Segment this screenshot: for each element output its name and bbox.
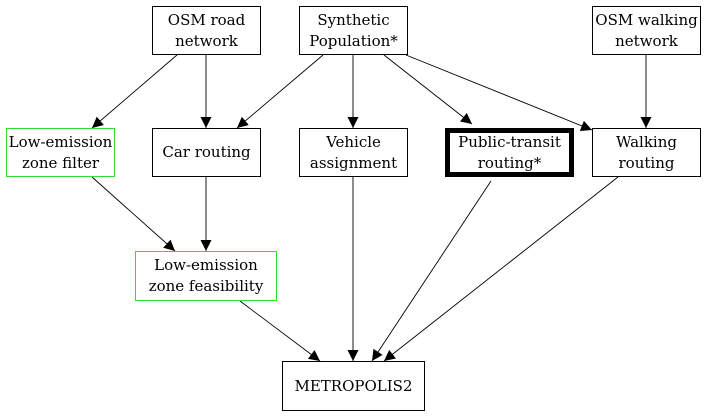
edge-synthetic-population-to-public-transit-routing [383,54,473,125]
edge-public-transit-routing-to-metropolis2 [371,180,492,362]
node-low-emission-zone-feasibility: Low-emission zone feasibility [135,251,277,301]
node-public-transit-routing: Public-transit routing* [445,128,574,177]
node-walking-routing: Walking routing [592,128,701,177]
node-synthetic-population: Synthetic Population* [299,6,408,55]
node-vehicle-assignment: Vehicle assignment [299,128,408,177]
node-car-routing: Car routing [152,128,261,177]
edge-lez-feasibility-to-metropolis2 [239,300,321,362]
edge-synthetic-population-to-walking-routing [405,54,593,131]
edge-osm-road-to-lez-filter [91,54,178,129]
node-low-emission-zone-filter: Low-emission zone filter [6,128,115,177]
edge-synthetic-population-to-car-routing [236,54,324,129]
node-metropolis2: METROPOLIS2 [282,361,425,411]
node-osm-walking-network: OSM walking network [592,6,701,55]
edge-walking-routing-to-metropolis2 [383,176,619,362]
edge-lez-filter-to-lez-feasibility [91,176,176,252]
node-osm-road-network: OSM road network [152,6,261,55]
